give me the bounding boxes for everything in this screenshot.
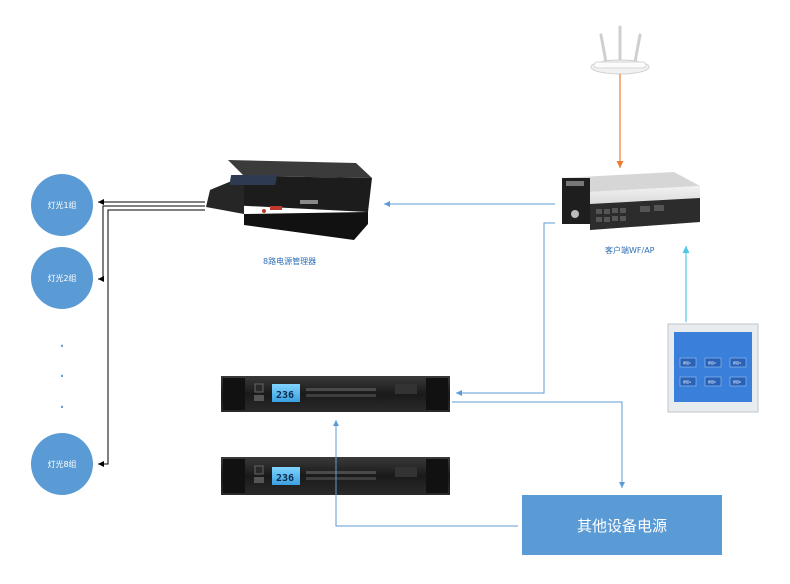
light-group-2-label: 灯光2组 [47, 273, 76, 283]
ellipsis-dot-1: · [59, 336, 65, 357]
touch-panel-button-6: 按钮6 [733, 379, 741, 384]
touch-panel-device: 按钮1 按钮2 按钮3 按钮4 按钮5 按钮6 [667, 323, 759, 413]
light-group-8-label: 灯光8组 [47, 459, 76, 469]
ellipsis-dot-3: · [59, 397, 65, 418]
light-group-1-label: 灯光1组 [47, 200, 76, 210]
touch-panel-buttons: 按钮1 按钮2 按钮3 按钮4 按钮5 按钮6 [679, 357, 747, 387]
other-power-label: 其他设备电源 [577, 517, 667, 535]
light-group-1: 灯光1组 [31, 174, 93, 236]
sequencer-1-display: 236 [276, 390, 294, 401]
ap-server-device [562, 172, 700, 230]
ap-server-caption: 客户端WF/AP [605, 245, 655, 255]
touch-panel-button-4: 按钮4 [683, 379, 691, 384]
wifi-router-icon [590, 25, 650, 75]
touch-panel-button-2: 按钮2 [708, 360, 716, 365]
power-manager-to-lights-lines [98, 199, 205, 467]
sequencer-to-other-power-line [452, 401, 625, 488]
ellipsis-dots: · · · [59, 336, 65, 418]
other-power-to-sequencer-line [333, 420, 518, 527]
sequencer-2-display: 236 [276, 473, 294, 484]
ap-to-sequencer-line [456, 222, 555, 396]
ellipsis-dot-2: · [59, 366, 65, 387]
touch-panel-button-3: 按钮3 [733, 360, 741, 365]
power-manager-caption: 8路电源管理器 [263, 256, 316, 266]
touch-panel-button-5: 按钮5 [708, 379, 716, 384]
light-group-8: 灯光8组 [31, 433, 93, 495]
power-sequencer-1: 236 [221, 376, 450, 412]
touch-panel-button-1: 按钮1 [683, 360, 691, 365]
light-group-2: 灯光2组 [31, 247, 93, 309]
other-power-box: 其他设备电源 [522, 495, 722, 555]
power-manager-device [206, 160, 372, 240]
